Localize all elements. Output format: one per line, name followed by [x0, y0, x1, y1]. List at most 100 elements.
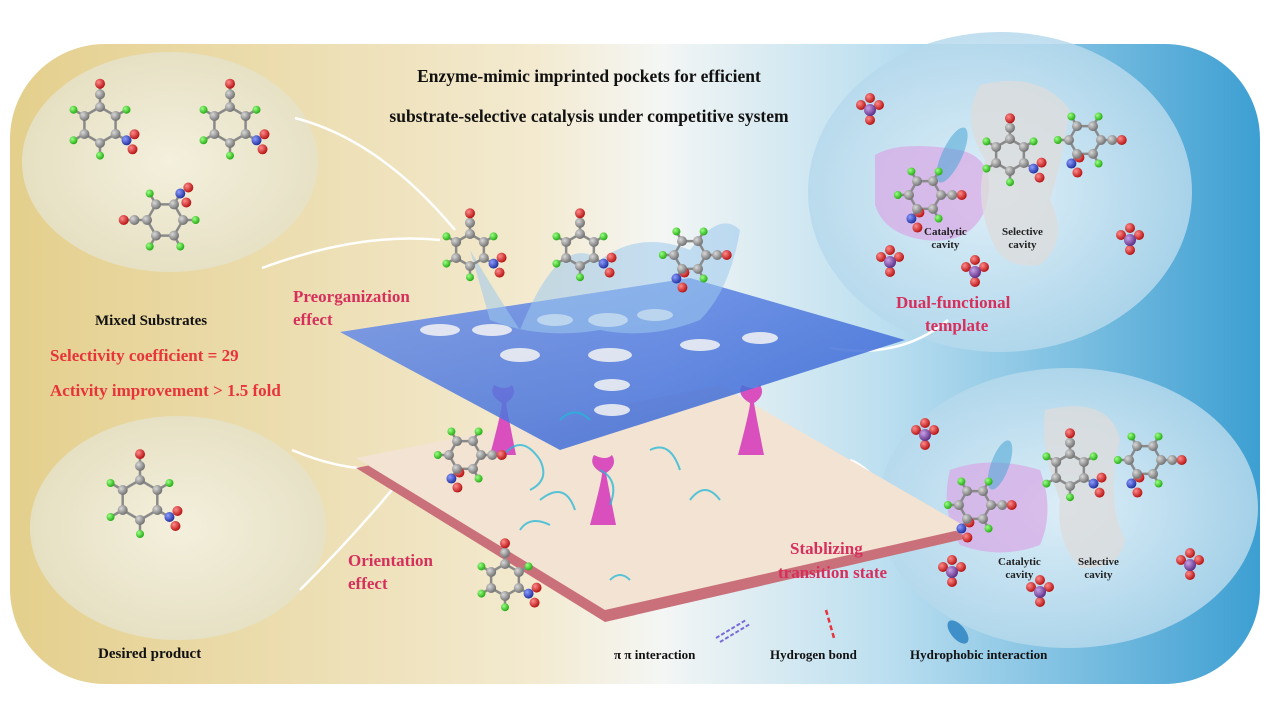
- preorganization-effect-label: effect: [293, 310, 333, 329]
- substrate-1-carbon: [95, 102, 105, 112]
- substrate-3-carbon: [178, 215, 188, 225]
- template-bottom-ring-2-aldehyde-carbon: [1167, 455, 1178, 465]
- substrate-3-hydrogen: [191, 216, 200, 224]
- substrate-3-nitro-nitrogen: [175, 188, 186, 199]
- phosphate-6-phosphorus: [946, 566, 958, 578]
- template-bottom-ring-carbon: [986, 500, 996, 510]
- substrate-1-carbon: [95, 138, 105, 148]
- template-top-ring-2-aldehyde-oxygen: [1116, 135, 1127, 145]
- substrate-3-hydrogen: [176, 242, 185, 251]
- bound-substrate-4-carbon: [468, 436, 478, 447]
- substrate-2-carbon: [225, 102, 235, 112]
- template-bottom-ring-2-hydrogen: [1127, 432, 1136, 441]
- template-bottom-ring-hydrogen: [984, 524, 993, 533]
- phosphate-6-oxygen: [956, 562, 966, 572]
- template-top-core-nitro-oxygen: [1034, 172, 1045, 183]
- legend-hbond-label: Hydrogen bond: [770, 647, 857, 662]
- bound-substrate-5-carbon: [513, 567, 524, 577]
- bound-substrate-5-nitro-nitrogen: [523, 588, 534, 599]
- bound-substrate-1-nitro-oxygen: [494, 267, 505, 278]
- bound-substrate-1-hydrogen: [489, 232, 498, 241]
- template-top-ring-nitro-nitrogen: [906, 213, 917, 224]
- selective-cavity-bottom: [1044, 406, 1125, 569]
- template-top-ring-carbon: [936, 190, 946, 200]
- bound-substrate-2-hydrogen: [599, 232, 608, 241]
- phosphate-1-oxygen: [865, 93, 875, 103]
- bound-substrate-1-carbon: [465, 261, 475, 271]
- template-bottom-core-aldehyde-carbon: [1065, 437, 1075, 448]
- bound-substrate-5-nitro-oxygen: [531, 582, 542, 593]
- product-carbon: [152, 505, 163, 515]
- bound-substrate-5-carbon: [513, 583, 524, 593]
- template-bottom-ring-2-carbon: [1156, 455, 1166, 465]
- bound-substrate-1-hydrogen: [442, 259, 451, 268]
- bound-substrate-4-carbon: [476, 450, 486, 460]
- substrate-3-carbon: [151, 199, 161, 210]
- template-top-core-carbon: [1005, 166, 1015, 176]
- bound-substrate-2-carbon: [561, 253, 572, 263]
- bound-substrate-5-carbon: [486, 567, 497, 577]
- phosphate-8-oxygen: [1185, 548, 1195, 558]
- phosphate-6-oxygen: [938, 562, 948, 572]
- phosphate-7-oxygen: [1035, 575, 1045, 585]
- activity-improvement: Activity improvement > 1.5 fold: [50, 381, 281, 400]
- phosphate-5-phosphorus: [919, 429, 931, 441]
- template-bottom-ring-aldehyde-oxygen: [1006, 500, 1017, 510]
- substrate-2-carbon: [240, 111, 251, 121]
- template-top-ring-carbon: [928, 203, 938, 214]
- orientation-label: Orientation: [348, 551, 433, 570]
- substrate-2-hydrogen: [252, 105, 261, 114]
- bound-substrate-2-hydrogen: [576, 273, 584, 282]
- bound-substrate-1-hydrogen: [466, 273, 474, 282]
- substrate-3-nitro-oxygen: [183, 182, 194, 193]
- bound-substrate-2-hydrogen: [552, 259, 561, 268]
- bound-substrate-4-hydrogen: [447, 427, 456, 436]
- product-nitro-oxygen: [172, 506, 183, 516]
- template-top-ring-2-nitro-oxygen: [1072, 167, 1083, 178]
- title-line-1: Enzyme-mimic imprinted pockets for effic…: [417, 66, 761, 86]
- stabilizing-label: Stablizing: [790, 539, 863, 558]
- bound-substrate-3-aldehyde-carbon: [712, 250, 723, 260]
- substrate-1-hydrogen: [96, 151, 104, 160]
- phosphate-5-oxygen: [920, 418, 930, 428]
- template-top-core-carbon: [1018, 142, 1029, 152]
- bound-substrate-4-hydrogen: [474, 427, 483, 436]
- substrate-2-hydrogen: [199, 105, 208, 114]
- orientation-effect-label: effect: [348, 574, 388, 593]
- bound-substrate-3-carbon: [669, 250, 679, 260]
- template-bottom-ring-carbon: [962, 486, 972, 497]
- substrates-bubble-pointer-2: [261, 237, 441, 270]
- phosphate-8-phosphorus: [1184, 559, 1196, 571]
- template-top-core-nitro-oxygen: [1036, 157, 1047, 168]
- bound-substrate-4-carbon: [452, 463, 462, 474]
- bound-substrate-5-aldehyde-oxygen: [500, 538, 510, 549]
- legend-hydrophobic-symbol: [947, 620, 969, 644]
- bound-substrate-2-nitro-oxygen: [604, 267, 615, 278]
- hydrophobic-region-top: [936, 127, 968, 183]
- product-nitro-nitrogen: [164, 512, 175, 522]
- product-carbon: [135, 475, 145, 485]
- selectivity-coefficient: Selectivity coefficient = 29: [50, 346, 239, 365]
- bound-substrate-1-hydrogen: [442, 232, 451, 241]
- bound-substrate-2-aldehyde-oxygen: [575, 208, 585, 219]
- bound-substrate-4-hydrogen: [433, 451, 442, 459]
- template-top-core-carbon: [991, 142, 1002, 152]
- substrate-1-carbon: [79, 111, 90, 121]
- phosphate-1-oxygen: [874, 100, 884, 110]
- substrate-2-carbon: [225, 138, 235, 148]
- bound-substrate-3-hydrogen: [672, 227, 681, 236]
- substrate-2-hydrogen: [199, 136, 208, 145]
- bound-substrate-1-carbon: [451, 237, 462, 247]
- hydrophobic-region-bottom: [987, 440, 1013, 490]
- substrates-bubble: [22, 52, 318, 272]
- template-bottom-ring-nitro-nitrogen: [956, 523, 967, 534]
- phosphate-3-oxygen: [970, 255, 980, 265]
- substrate-2-aldehyde-oxygen: [225, 78, 235, 89]
- phosphate-4-oxygen: [1134, 230, 1144, 240]
- template-bottom-ring-nitro-oxygen: [962, 532, 973, 543]
- selective-cavity-top: [971, 80, 1070, 266]
- substrate-1-nitro-oxygen: [129, 129, 140, 140]
- template-top-ring-hydrogen: [934, 214, 943, 223]
- phosphate-7-phosphorus: [1034, 586, 1046, 598]
